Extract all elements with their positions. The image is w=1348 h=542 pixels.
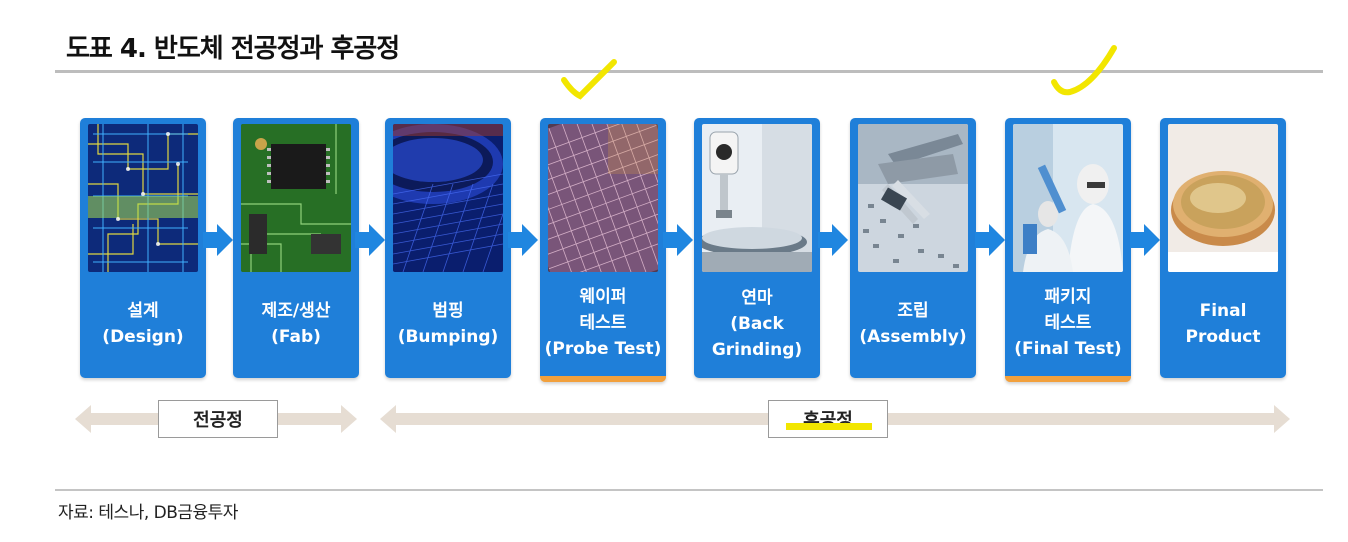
probe-test-wafer-image: [548, 124, 658, 272]
checkmark-icon: [1051, 45, 1117, 96]
underline-highlight-icon: [786, 423, 872, 430]
top-divider: [55, 70, 1323, 73]
stage-back-grinding: 연마 (Back Grinding): [694, 118, 820, 378]
assembly-tweezers-image: [858, 124, 968, 272]
stage-label: Final Product: [1185, 301, 1261, 347]
stage-final-product: Final Product: [1160, 118, 1286, 378]
stage-label: 범핑 (Bumping): [397, 301, 499, 347]
design-circuit-image: [88, 124, 198, 272]
stage-label: 웨이퍼 테스트 (Probe Test): [544, 287, 662, 359]
stage-label: 패키지 테스트 (Final Test): [1014, 287, 1122, 359]
flow-arrow-icon: [818, 224, 848, 256]
source-note: 자료: 테스나, DB금융투자: [58, 503, 238, 523]
fab-pcb-image: [241, 124, 351, 272]
grinding-machine-image: [702, 124, 812, 272]
stage-fab: 제조/생산 (Fab): [233, 118, 359, 378]
flow-arrow-icon: [663, 224, 693, 256]
flow-arrow-icon: [355, 224, 385, 256]
stage-label: 제조/생산 (Fab): [261, 301, 331, 347]
final-product-wafer-image: [1168, 124, 1278, 272]
bumping-wafer-image: [393, 124, 503, 272]
stage-design: 설계 (Design): [80, 118, 206, 378]
flow-arrow-icon: [508, 224, 538, 256]
front-end-process-label: 전공정: [158, 400, 278, 438]
stage-probe-test: 웨이퍼 테스트 (Probe Test): [540, 118, 666, 382]
bottom-divider: [55, 489, 1323, 491]
flow-arrow-icon: [203, 224, 233, 256]
stage-assembly: 조립 (Assembly): [850, 118, 976, 378]
flow-arrow-icon: [1130, 224, 1160, 256]
stage-final-test: 패키지 테스트 (Final Test): [1005, 118, 1131, 382]
stage-label: 설계 (Design): [102, 301, 184, 347]
stage-label: 조립 (Assembly): [859, 301, 967, 347]
stage-label: 연마 (Back Grinding): [711, 288, 803, 360]
checkmark-icon: [561, 59, 617, 100]
stage-bumping: 범핑 (Bumping): [385, 118, 511, 378]
flow-arrow-icon: [975, 224, 1005, 256]
final-test-lab-image: [1013, 124, 1123, 272]
page-title: 도표 4. 반도체 전공정과 후공정: [66, 34, 400, 64]
